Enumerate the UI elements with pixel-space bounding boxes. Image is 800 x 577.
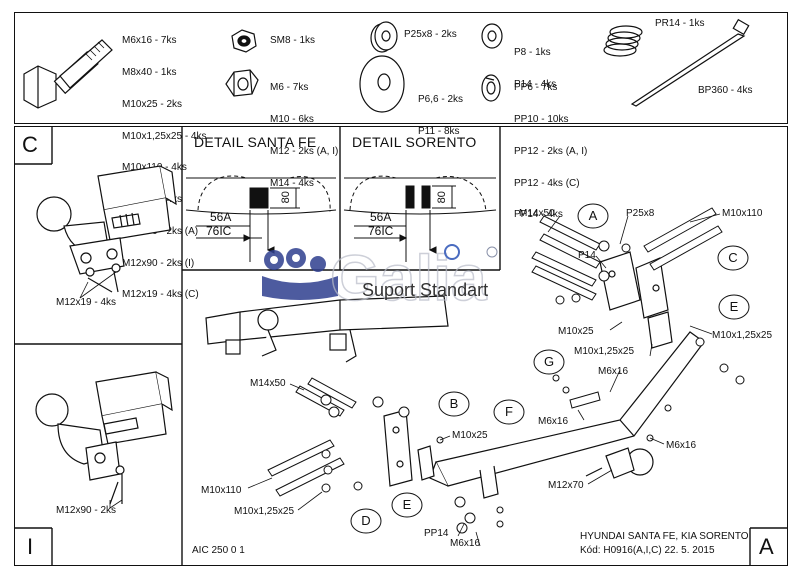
small-washer-list: P8 - 1ks P14 - 4ks [514,47,557,90]
bolt-set-left [267,377,444,497]
dim-56a-santa-fe: 56A [210,210,232,224]
panel-i-bolt-label: M12x90 - 2ks [56,505,117,516]
callout-m10x1-25x25-right: M10x1,25x25 [712,330,773,341]
part-letter-d: D [361,513,371,528]
header-parts-frame [14,12,788,124]
vehicle-label: HYUNDAI SANTA FE, KIA SORENTO [580,531,749,542]
part-letter-a: A [588,208,598,223]
detail-santa-fe-title: DETAIL SANTA FE [194,134,317,150]
callout-pp14: PP14 [424,528,449,539]
part-letter-e-right: E [729,299,739,314]
side-brackets-drawing [383,251,673,487]
coil-spring-icon [603,25,643,57]
callout-m6x16-right: M6x16 [666,440,697,451]
thick-washer-label: P25x8 - 2ks [404,29,457,40]
dim-56a-sorento: 56A [370,210,392,224]
hex-nut-icon [225,69,259,97]
panel-a-letter: A [759,534,774,559]
detail-sorento-title: DETAIL SORENTO [352,134,477,150]
tie-label: BP360 - 4ks [698,85,753,96]
svg-text:Galia: Galia [330,242,487,314]
dim-76ic-sorento: 76IC [368,224,394,238]
part-letter-b: B [449,396,459,411]
large-washer-icon [359,55,405,113]
callout-m10x1-25x25-left: M10x1,25x25 [234,506,295,517]
callout-p14: P14 [578,250,596,261]
callout-m10x25-left: M10x25 [452,430,488,441]
hitch-c-drawing [36,165,177,293]
washer-icon [481,23,503,49]
panel-c-bolt-label: M12x19 - 4ks [56,297,117,308]
callout-m10x110-left: M10x110 [201,485,242,496]
drawing-number: AIC 250 0 1 [192,545,245,556]
callout-m10x25-right: M10x25 [558,326,594,337]
callout-m6x16-g: M6x16 [598,366,629,377]
detail-sorento-drawing [343,175,497,262]
sm-nut-label: SM8 - 1ks [270,35,316,46]
thick-washer-icon [370,21,398,53]
callout-circles [350,203,750,534]
part-letter-g: G [543,354,555,369]
callout-m6x16-bottom: M6x16 [450,538,481,549]
callout-m12x70: M12x70 [548,480,584,491]
spring-washer-icon [481,74,501,102]
callout-m10x1-25x25-mid: M10x1,25x25 [574,346,635,357]
self-locking-nut-icon [231,29,257,53]
code-date-label: Kód: H0916(A,I,C) 22. 5. 2015 [580,545,715,556]
callout-m6x16-left: M6x16 [538,416,569,427]
callout-p25x8: P25x8 [626,208,655,219]
leader-lines [79,213,721,547]
bolt-set-right [454,207,745,534]
watermark-text: Suport Standart [362,280,489,300]
part-letter-c: C [728,250,738,265]
part-letter-f: F [505,404,513,419]
bolt-icon [23,39,113,109]
main-drawing-frame [14,126,788,566]
nut-list: M6 - 7ks M10 - 6ks M12 - 2ks (A, I) M14 … [270,82,339,189]
callout-m14x50-left: M14x50 [250,378,286,389]
spring-label: PR14 - 1ks [655,18,705,29]
dim-76ic-santa-fe: 76IC [206,224,232,238]
bumper-reinforcement-drawing [205,295,449,363]
spring-washer-list: PP6 - 7ks PP10 - 10ks PP12 - 2ks (A, I) … [514,82,588,221]
hitch-i-drawing [35,371,173,505]
cable-tie-icon [630,18,750,107]
large-washer-list: P6,6 - 2ks P11 - 8ks [418,94,464,137]
panel-c-letter: C [22,132,38,157]
panel-i-letter: I [27,534,34,559]
callout-m14x50-top: M14x50 [519,208,555,219]
callout-m10x110-top: M10x110 [722,208,763,219]
part-letter-e-left: E [402,497,412,512]
